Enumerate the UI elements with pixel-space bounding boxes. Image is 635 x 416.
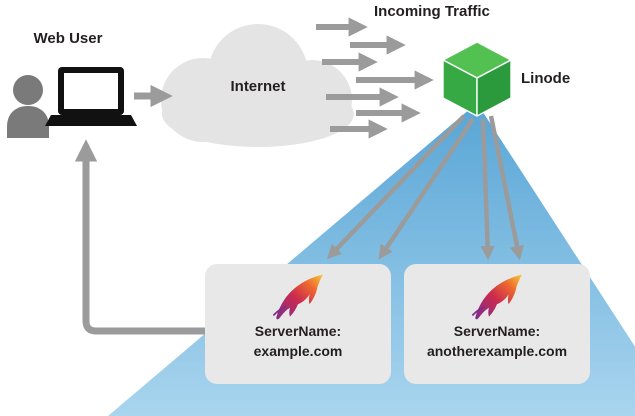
user-icon	[7, 75, 49, 138]
laptop-icon	[45, 67, 137, 126]
cloud-icon	[161, 24, 354, 147]
server-name-label: ServerName:	[453, 323, 541, 339]
distribution-arrows	[327, 114, 525, 261]
distribution-arrow	[378, 117, 475, 260]
distribution-arrow	[480, 118, 495, 261]
cube-right-face	[476, 59, 512, 117]
server-card: ServerName: example.com	[205, 264, 391, 384]
web-user-label: Web User	[33, 30, 103, 47]
distribution-arrow	[488, 115, 525, 261]
incoming-traffic-arrows	[316, 17, 434, 139]
internet-label: Internet	[230, 78, 286, 95]
server-card: ServerName: anotherexample.com	[404, 264, 590, 384]
linode-cube-icon	[442, 41, 512, 117]
server-name-label: ServerName:	[254, 323, 342, 339]
linode-label: Linode	[521, 70, 571, 87]
server-domain: example.com	[253, 342, 343, 359]
apache-feather-icon	[472, 274, 522, 320]
apache-feather-icon	[273, 274, 323, 320]
server-domain: anotherexample.com	[426, 342, 568, 359]
distribution-arrow	[327, 114, 466, 260]
return-arrow	[74, 139, 205, 335]
incoming-traffic-label: Incoming Traffic	[374, 3, 490, 20]
